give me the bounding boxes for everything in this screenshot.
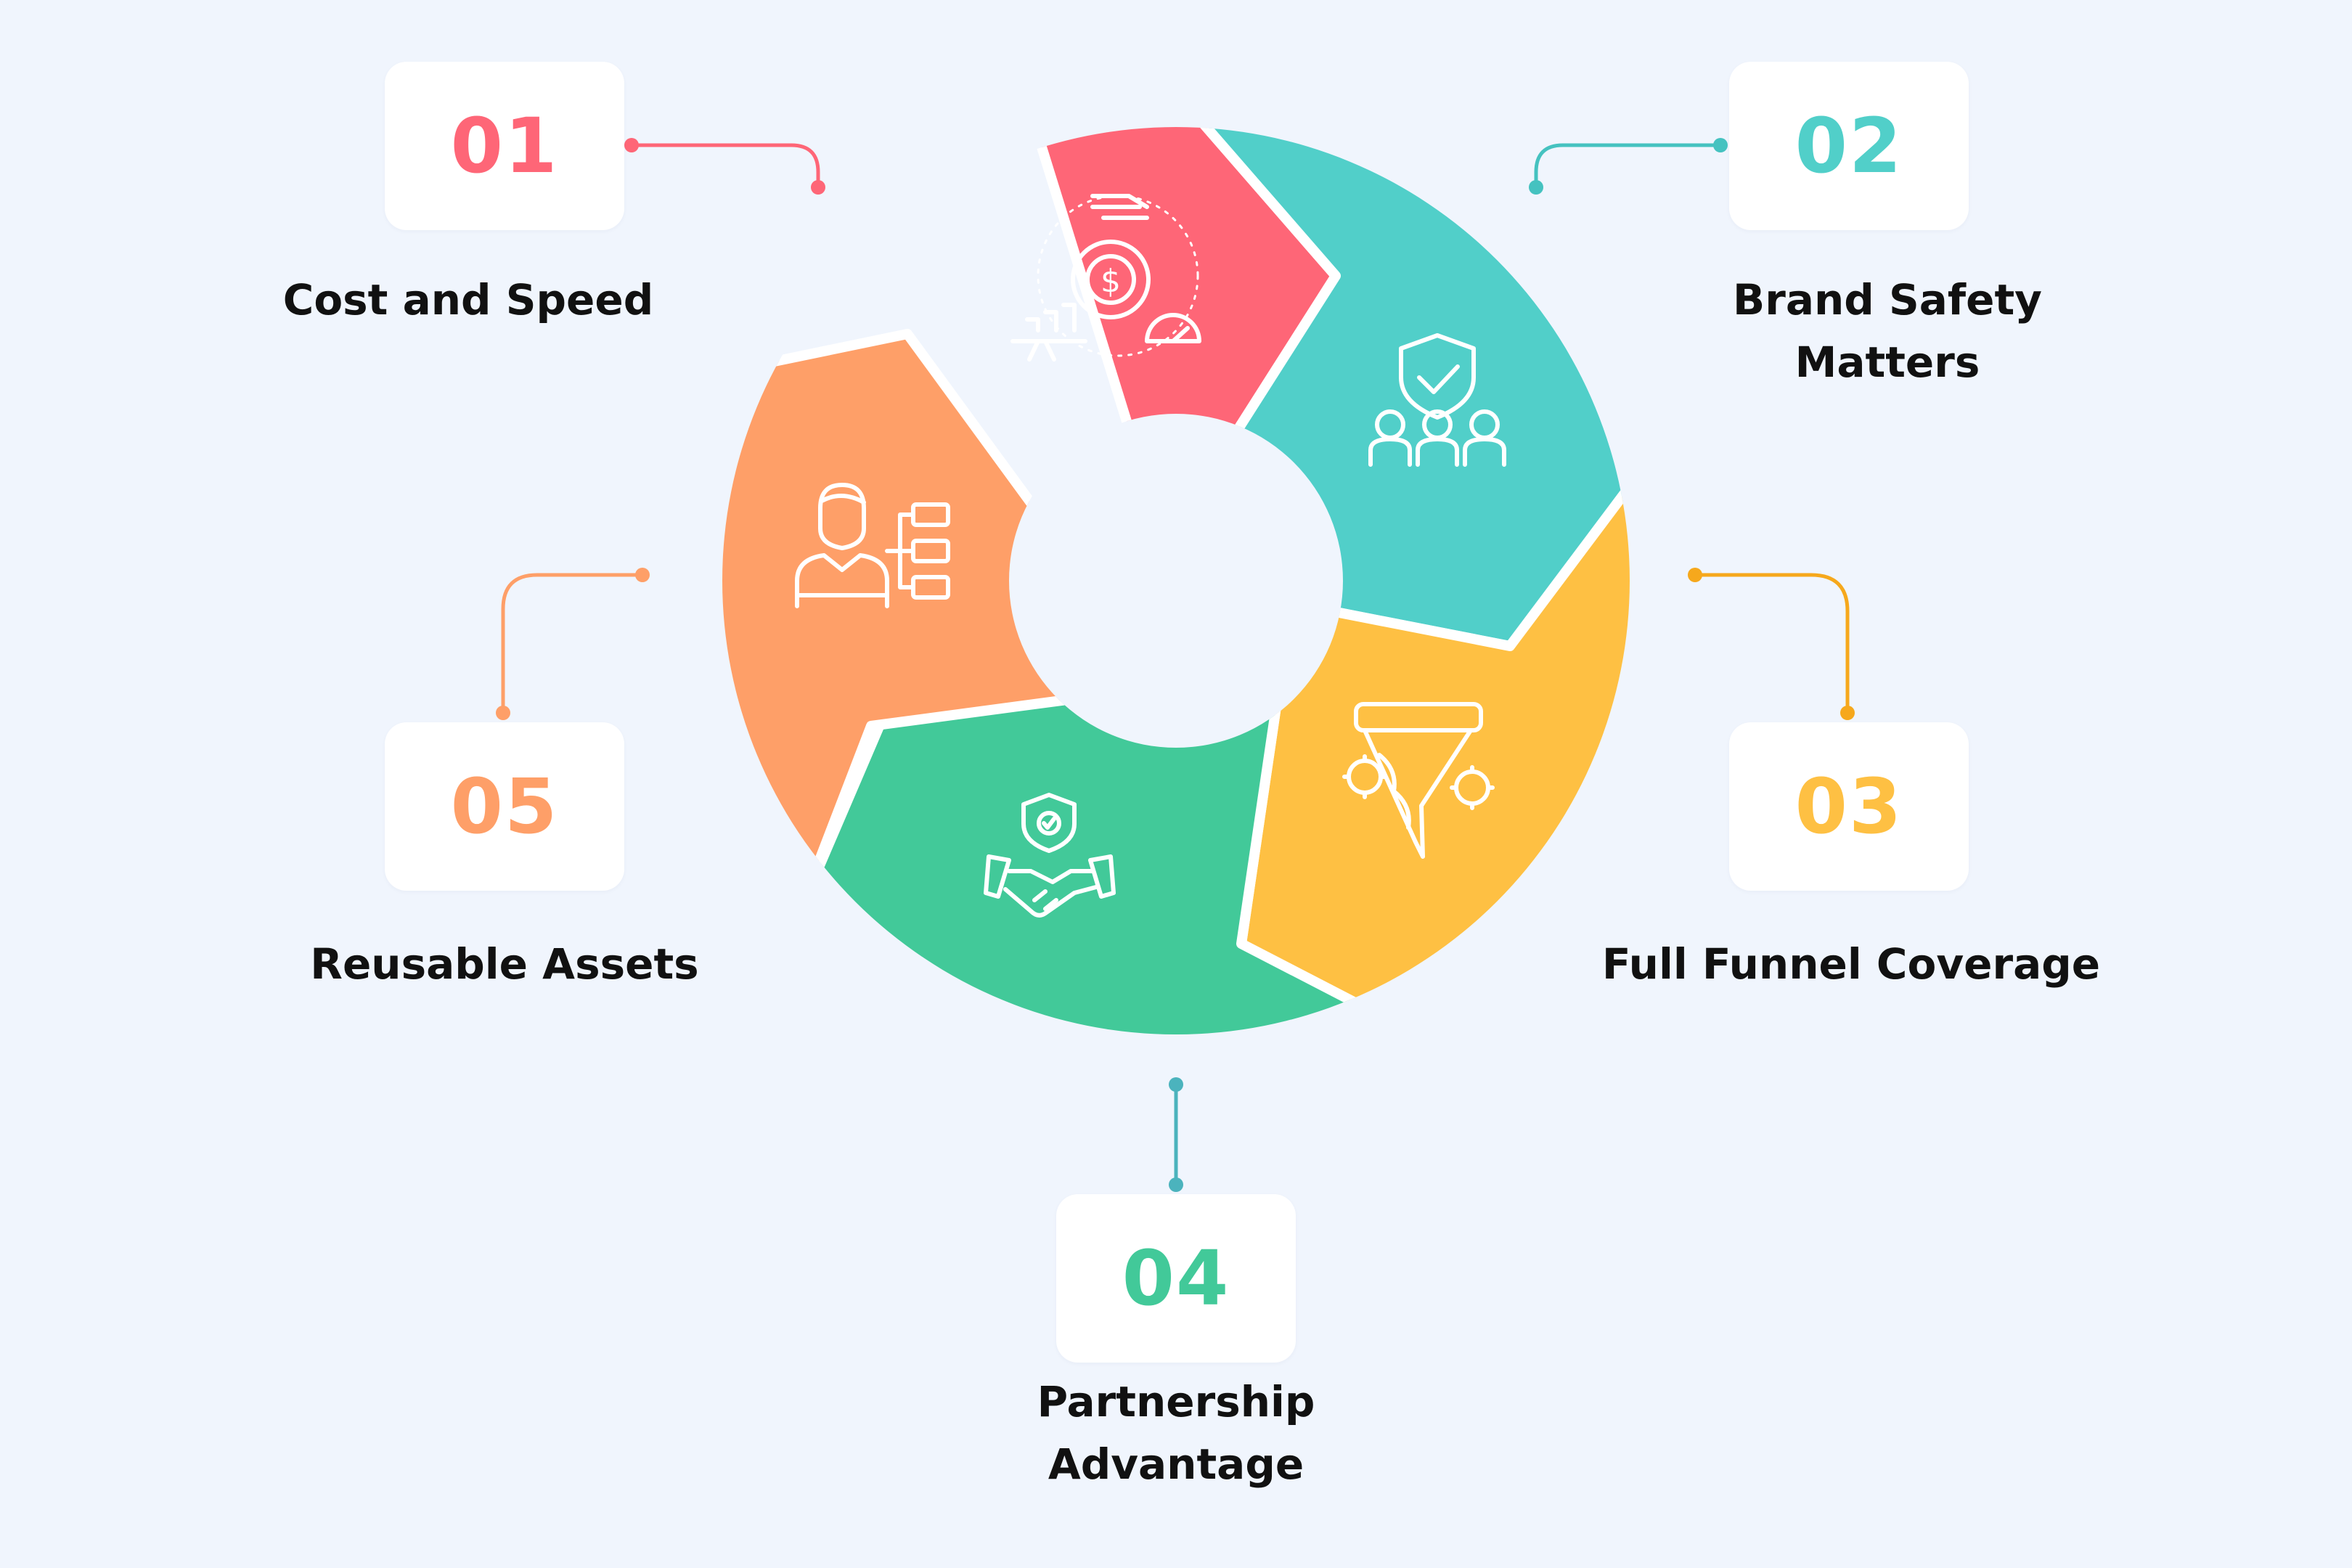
svg-text:$: $: [1101, 263, 1121, 300]
step-02-label-line-1: Brand Safety: [1733, 275, 2042, 324]
step-02-number: 02: [1794, 102, 1903, 190]
handshake-shield-icon: [984, 793, 1116, 918]
step-01-box: 01: [385, 62, 624, 230]
segment-05: [722, 329, 1181, 920]
step-01-label: Cost and Speed: [240, 269, 697, 331]
connector-01: [624, 138, 825, 195]
step-05-label: Reusable Assets: [247, 933, 762, 995]
step-04-label-line-2: Advantage: [1048, 1440, 1304, 1489]
step-03-label-text: Full Funnel Coverage: [1601, 939, 2101, 989]
segment-01: [997, 127, 1341, 586]
connector-04: [1169, 1077, 1183, 1192]
step-02-box: 02: [1729, 62, 1969, 230]
step-01-number: 01: [450, 102, 559, 190]
gear-dollar-growth-icon: $: [1010, 194, 1201, 362]
connector-03: [1688, 568, 1855, 720]
connector-02: [1529, 138, 1728, 195]
step-01-label-text: Cost and Speed: [282, 275, 654, 324]
step-05-label-text: Reusable Assets: [310, 939, 699, 989]
shield-team-icon: [1368, 333, 1506, 467]
step-04-number: 04: [1122, 1234, 1230, 1323]
step-03-label: Full Funnel Coverage: [1539, 933, 2163, 995]
person-hierarchy-icon: [795, 483, 950, 608]
step-02-label: Brand Safety Matters: [1641, 269, 2134, 393]
step-05-number: 05: [450, 762, 559, 851]
step-03-number: 03: [1794, 762, 1903, 851]
step-02-label-line-2: Matters: [1794, 338, 1980, 387]
step-04-box: 04: [1056, 1194, 1296, 1363]
step-04-label: Partnership Advantage: [929, 1371, 1423, 1495]
step-04-label-line-1: Partnership: [1037, 1377, 1315, 1426]
connector-05: [496, 568, 650, 720]
funnel-gears-icon: [1342, 702, 1495, 859]
step-05-box: 05: [385, 722, 624, 891]
step-03-box: 03: [1729, 722, 1969, 891]
